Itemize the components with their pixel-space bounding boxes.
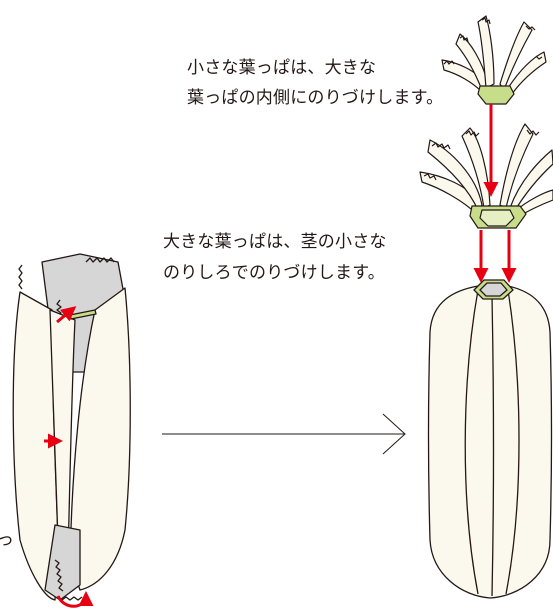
transition-arrow (162, 414, 405, 454)
small-leaves-stem (478, 86, 514, 104)
large-leaves-stem-inner (480, 210, 514, 226)
small-leaves-cluster (442, 16, 546, 104)
daikon-body (429, 286, 552, 598)
left-daikon-assembly (13, 254, 130, 600)
zigzag-edge-left (19, 265, 22, 289)
right-daikon-body (429, 280, 552, 598)
large-leaves-cluster (420, 124, 553, 228)
